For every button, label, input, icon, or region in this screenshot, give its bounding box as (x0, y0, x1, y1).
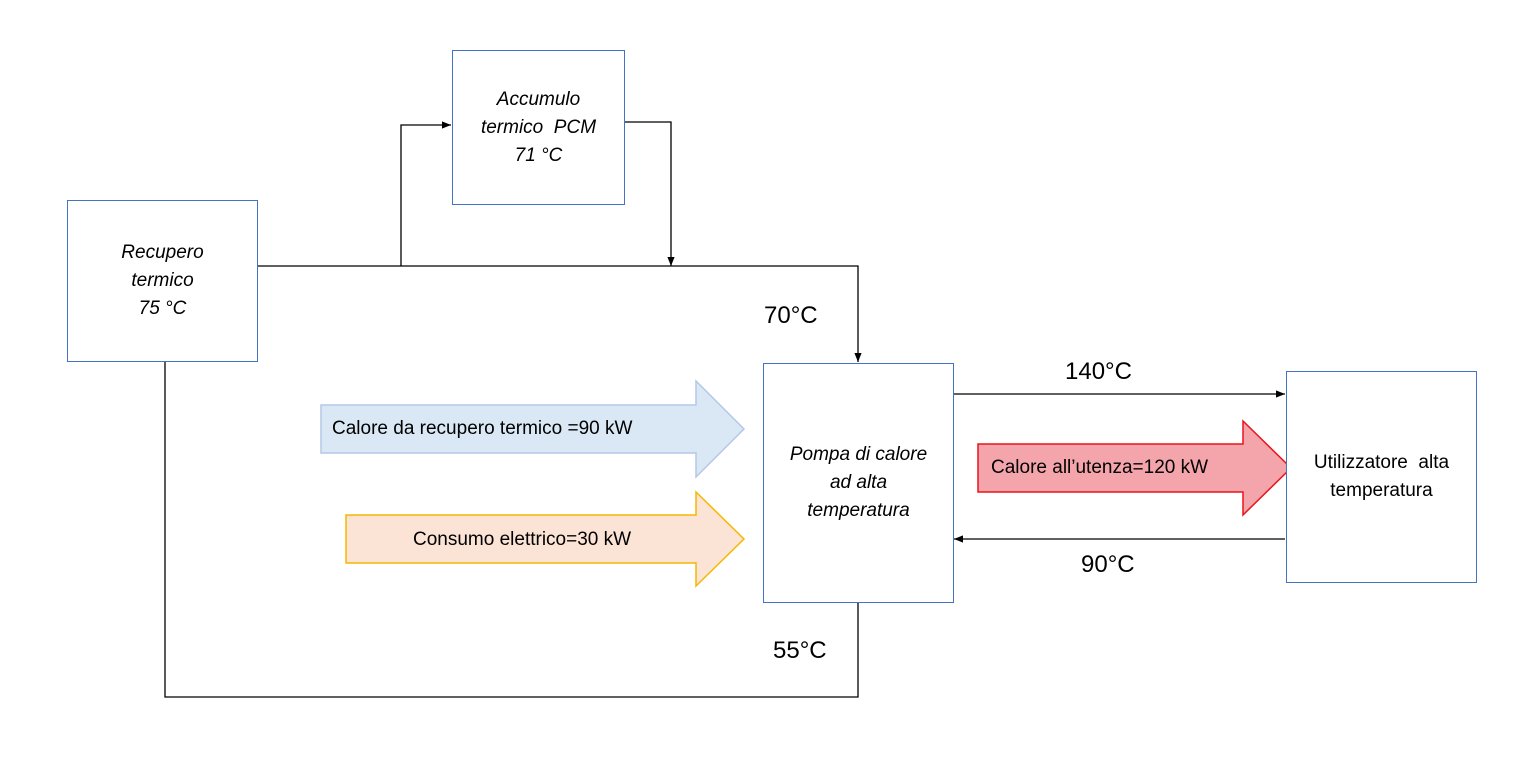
heat-recovery-box: Recupero termico 75 °C (67, 200, 258, 362)
pcm-storage-box: Accumulo termico PCM 71 °C (452, 50, 625, 205)
high-temp-user-box: Utilizzatore alta temperatura (1286, 371, 1477, 583)
user-heat-arrow-label: Calore all’utenza=120 kW (991, 457, 1209, 478)
heat-recovery-temperature: 75 °C (138, 298, 187, 319)
supply-line (258, 265, 862, 362)
temperature-140-label: 140°C (1065, 358, 1132, 385)
user-heat-arrow (977, 419, 1293, 517)
high-temp-user-line2: temperatura (1330, 480, 1433, 501)
heat-recovery-line1: Recupero (121, 242, 204, 263)
branch-to-storage-line (400, 121, 451, 266)
heat-pump-line3: temperatura (807, 500, 910, 521)
heat-recovery-arrow-label: Calore da recupero termico =90 kW (332, 418, 633, 439)
low-temp-return-line (161, 335, 859, 698)
storage-return-line (624, 121, 675, 266)
heat-recovery-line2: termico (131, 270, 194, 291)
high-temp-user-line1: Utilizzatore alta (1313, 452, 1450, 473)
temperature-55-label: 55°C (773, 637, 827, 664)
temperature-90-label: 90°C (1081, 551, 1135, 578)
pcm-storage-temperature: 71 °C (514, 144, 563, 166)
heat-pump-line2: ad alta (829, 472, 888, 493)
electric-consumption-arrow-label: Consumo elettrico=30 kW (413, 529, 632, 550)
pcm-storage-line2: termico PCM (480, 116, 597, 138)
heat-pump-box: Pompa di calore ad alta temperatura (763, 363, 954, 603)
temperature-70-label: 70°C (764, 302, 818, 329)
heat-pump-line1: Pompa di calore (789, 444, 928, 465)
pcm-storage-line1: Accumulo (496, 88, 581, 110)
electric-consumption-arrow (345, 490, 746, 588)
heat-recovery-arrow (320, 379, 746, 479)
